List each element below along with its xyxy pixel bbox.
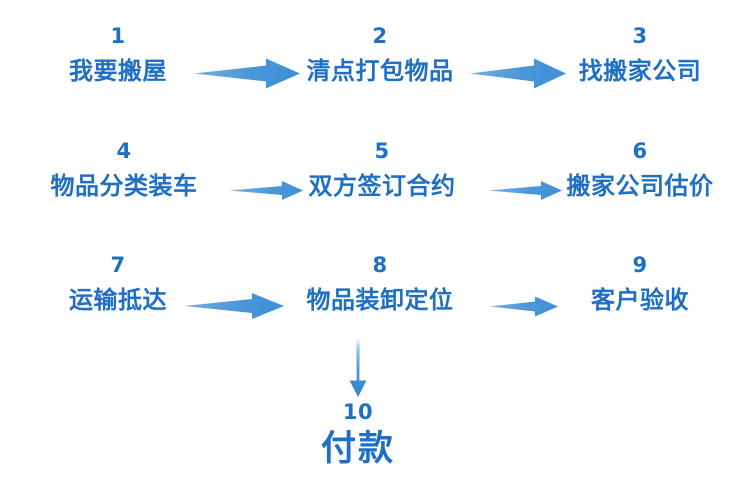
step-4: 4 物品分类装车 [24, 141, 224, 201]
step-7: 7 运输抵达 [18, 255, 218, 315]
step-3-number: 3 [632, 24, 648, 48]
step-7-label: 运输抵达 [69, 286, 167, 314]
step-1-number: 1 [110, 24, 126, 48]
step-1-label: 我要搬屋 [69, 57, 167, 85]
step-4-label: 物品分类装车 [50, 172, 198, 200]
step-10-label: 付款 [320, 429, 395, 469]
step-8-label: 物品装卸定位 [306, 286, 454, 314]
step-1: 1 我要搬屋 [18, 26, 218, 86]
step-5-number: 5 [374, 139, 390, 163]
step-5: 5 双方签订合约 [282, 141, 482, 201]
step-2: 2 清点打包物品 [280, 26, 480, 86]
arrow-step1-to-step2 [192, 58, 302, 92]
step-10: 10 付款 [258, 400, 458, 470]
step-9-number: 9 [632, 253, 648, 277]
arrow-step4-to-step5 [228, 180, 304, 202]
step-3: 3 找搬家公司 [540, 26, 740, 86]
step-9: 9 客户验收 [540, 255, 740, 315]
arrow-step5-to-step6 [487, 180, 563, 202]
arrow-step8-to-step9 [489, 296, 559, 318]
arrow-step8-to-step10 [344, 338, 372, 398]
step-8: 8 物品装卸定位 [280, 255, 480, 315]
step-6-label: 搬家公司估价 [566, 172, 714, 200]
step-3-label: 找搬家公司 [578, 57, 702, 85]
step-2-label: 清点打包物品 [306, 57, 454, 85]
step-6: 6 搬家公司估价 [540, 141, 740, 201]
step-9-label: 客户验收 [591, 286, 689, 314]
arrow-step2-to-step3 [468, 58, 568, 92]
step-6-number: 6 [632, 139, 648, 163]
step-8-number: 8 [372, 253, 388, 277]
arrow-step7-to-step8 [182, 292, 286, 322]
step-5-label: 双方签订合约 [308, 172, 456, 200]
step-4-number: 4 [116, 139, 132, 163]
step-10-number: 10 [342, 400, 374, 424]
step-7-number: 7 [110, 253, 126, 277]
step-2-number: 2 [372, 24, 388, 48]
